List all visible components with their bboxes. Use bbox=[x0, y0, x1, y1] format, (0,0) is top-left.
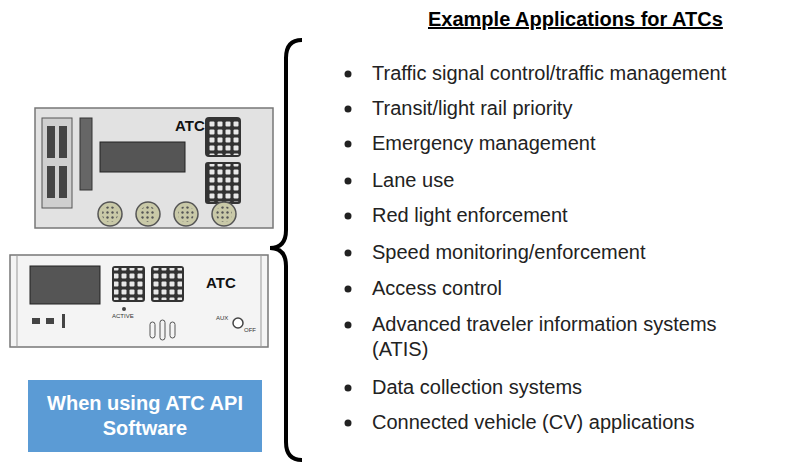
controller-unit: ATC bbox=[35, 108, 273, 228]
rack-housing bbox=[10, 255, 268, 347]
application-item: Transit/light rail priority bbox=[372, 96, 572, 121]
circular-connectors bbox=[98, 202, 236, 226]
diagram-title: Example Applications for ATCs bbox=[428, 8, 723, 31]
keypad bbox=[151, 266, 184, 302]
unit-label: ATC bbox=[175, 117, 205, 136]
button bbox=[46, 318, 54, 324]
active-led bbox=[122, 307, 126, 311]
bullet-dots bbox=[345, 71, 352, 427]
keypad bbox=[205, 117, 241, 157]
application-item: Data collection systems bbox=[372, 375, 582, 400]
indicator-label: ACTIVE bbox=[112, 313, 134, 319]
application-item: Traffic signal control/traffic managemen… bbox=[372, 61, 726, 86]
keypad-keys bbox=[114, 268, 143, 300]
port bbox=[160, 320, 165, 340]
application-item: Connected vehicle (CV) applications bbox=[372, 410, 694, 435]
rack-rail bbox=[261, 255, 262, 347]
rack-rail bbox=[17, 255, 18, 347]
keypad-keys bbox=[207, 119, 239, 155]
card-slot-panel bbox=[42, 118, 72, 208]
application-item: Access control bbox=[372, 276, 502, 301]
keypad bbox=[112, 266, 145, 302]
application-item: Red light enforcement bbox=[372, 203, 568, 228]
software-box: When using ATC API Software bbox=[28, 380, 262, 452]
controller-housing bbox=[35, 108, 273, 228]
card-slot bbox=[59, 166, 67, 198]
display-screen bbox=[30, 266, 100, 304]
controller-unit: ATC bbox=[10, 255, 268, 347]
card-slot bbox=[47, 126, 55, 158]
keypad-keys bbox=[207, 164, 239, 202]
application-item: Emergency management bbox=[372, 131, 595, 156]
port bbox=[150, 322, 155, 338]
power-bar bbox=[80, 118, 92, 190]
curly-brace bbox=[270, 40, 302, 460]
application-item: Lane use bbox=[372, 168, 454, 193]
card-slot bbox=[59, 126, 67, 158]
card-slot bbox=[47, 166, 55, 198]
port bbox=[170, 322, 175, 338]
application-item: Speed monitoring/enforcement bbox=[372, 240, 646, 265]
switch-label: OFF bbox=[244, 327, 256, 333]
unit-label: ATC bbox=[206, 274, 236, 293]
display-screen bbox=[100, 142, 185, 172]
button bbox=[32, 318, 40, 324]
box-label: When using ATC API Software bbox=[40, 391, 250, 441]
keypad-keys bbox=[153, 268, 182, 300]
switch bbox=[62, 314, 65, 328]
application-item: Advanced traveler information systems (A… bbox=[372, 312, 757, 362]
aux-knob bbox=[233, 318, 243, 328]
switch-label: AUX bbox=[216, 315, 228, 321]
keypad bbox=[205, 162, 241, 204]
